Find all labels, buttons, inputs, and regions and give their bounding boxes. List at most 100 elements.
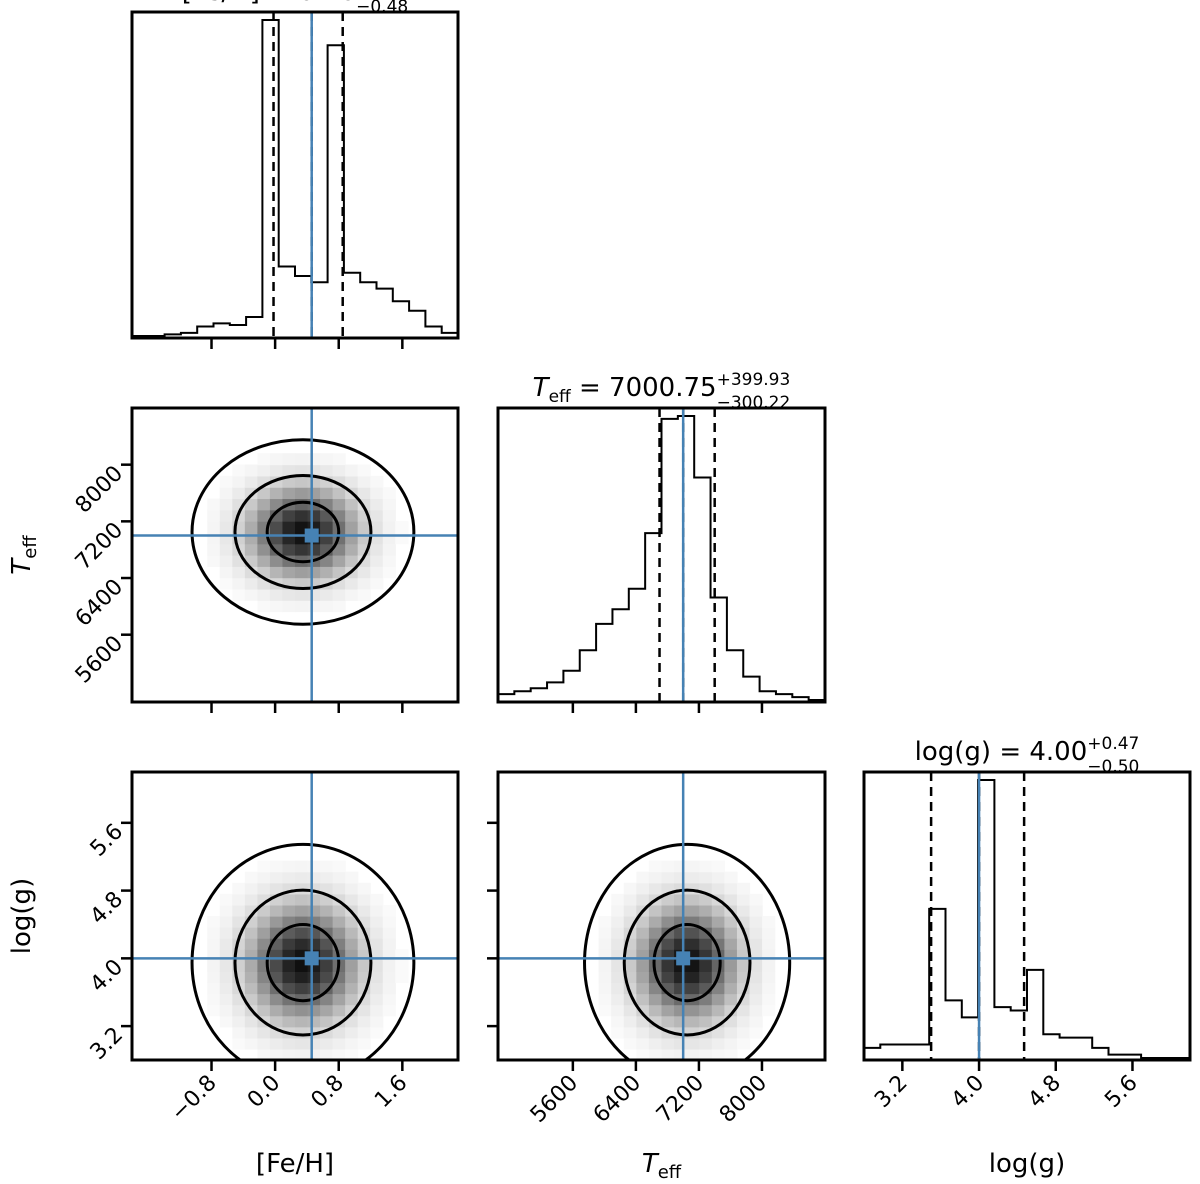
- density-cell: [370, 509, 384, 522]
- density-cell: [320, 960, 334, 972]
- density-cell: [648, 882, 663, 895]
- density-cell: [282, 566, 296, 579]
- density-cell: [395, 532, 409, 545]
- density-cell: [269, 904, 284, 917]
- x-axis-label-teff: Teff: [642, 1149, 682, 1183]
- density-cell: [357, 982, 371, 995]
- x-tick-label: 4.0: [947, 1071, 989, 1113]
- density-cell: [307, 521, 321, 533]
- density-cell: [749, 993, 763, 1006]
- density-cell: [295, 971, 309, 984]
- density-cell: [219, 1004, 233, 1017]
- density-cell: [623, 993, 637, 1006]
- x-axis-label-feh: [Fe/H]: [256, 1149, 334, 1179]
- density-cell: [623, 1004, 637, 1017]
- density-cell: [357, 949, 371, 961]
- density-cell: [232, 475, 246, 488]
- density-cell: [332, 577, 346, 590]
- density-cell: [244, 498, 258, 511]
- density-cell: [382, 521, 396, 533]
- density-cell: [282, 1015, 296, 1028]
- density-cell: [219, 960, 233, 972]
- density-cell: [749, 916, 763, 928]
- x-tick-label: 6400: [589, 1071, 646, 1128]
- density-cell: [257, 555, 271, 567]
- density-cell: [686, 882, 700, 895]
- density-cell: [370, 521, 384, 533]
- density-cell: [295, 577, 309, 590]
- density-cell: [269, 588, 284, 601]
- density-cell: [724, 971, 738, 984]
- density-cell: [382, 938, 396, 950]
- density-cell: [674, 1048, 688, 1060]
- density-cell: [749, 971, 763, 984]
- panel-title: [Fe/H] = 0.46+0.39: [182, 0, 408, 7]
- density-cell: [370, 1015, 384, 1028]
- density-cell: [232, 1015, 246, 1028]
- density-cell: [357, 1015, 371, 1028]
- density-cell: [598, 960, 612, 972]
- density-cell: [295, 532, 309, 545]
- density-cell: [724, 1004, 738, 1017]
- density-cell: [320, 521, 334, 533]
- density-cell: [357, 543, 371, 556]
- density-cell: [762, 960, 776, 972]
- x-tick-label: 3.2: [870, 1071, 912, 1113]
- density-cell: [295, 600, 309, 613]
- density-cell: [711, 960, 725, 972]
- density-cell: [269, 1048, 284, 1060]
- density-cell: [686, 916, 700, 928]
- title-symbol: T: [533, 373, 551, 403]
- density-cell: [207, 1004, 221, 1017]
- density-cell: [207, 927, 221, 939]
- density-cell: [295, 949, 309, 961]
- density-cell: [636, 916, 650, 928]
- density-cell: [370, 960, 384, 972]
- density-cell: [232, 498, 246, 511]
- density-cell: [332, 982, 346, 995]
- density-cell: [307, 464, 321, 477]
- density-cell: [320, 577, 334, 590]
- density-cell: [699, 916, 713, 928]
- density-cell: [611, 893, 625, 906]
- density-cell: [232, 532, 246, 545]
- density-cell: [623, 904, 637, 917]
- density-cell: [345, 555, 359, 567]
- density-cell: [332, 509, 346, 522]
- density-cell: [307, 453, 321, 466]
- density-cell: [282, 916, 296, 928]
- density-cell: [345, 938, 359, 950]
- density-cell: [636, 949, 650, 961]
- density-cell: [749, 904, 763, 917]
- density-cell: [244, 904, 258, 917]
- contour-level-1: [265, 500, 341, 564]
- density-cell: [320, 543, 334, 556]
- y-tick-label: 6400: [71, 574, 128, 631]
- density-cell: [686, 1037, 700, 1050]
- density-cell: [269, 938, 284, 950]
- density-cell: [623, 960, 637, 972]
- density-cell: [661, 904, 675, 917]
- density-cell: [357, 555, 371, 567]
- density-cell: [686, 982, 700, 995]
- density-cell: [307, 871, 321, 884]
- density-cell: [282, 577, 296, 590]
- density-cell: [320, 982, 334, 995]
- density-cell: [282, 893, 296, 906]
- density-cell: [295, 475, 309, 488]
- density-cell: [736, 1015, 751, 1028]
- x-tick-label: 7200: [652, 1071, 709, 1128]
- y-axis-label-logg: log(g): [7, 878, 37, 954]
- density-cell: [295, 1015, 309, 1028]
- density-cell: [736, 960, 751, 972]
- density-cell: [307, 1037, 321, 1050]
- density-cell: [357, 1037, 371, 1050]
- density-cell: [611, 1015, 625, 1028]
- density-cell: [282, 871, 296, 884]
- density-cell: [257, 949, 271, 961]
- density-cell: [282, 509, 296, 522]
- density-cell: [232, 577, 246, 590]
- density-cell: [762, 993, 776, 1006]
- density-cell: [257, 498, 271, 511]
- density-cell: [345, 1015, 359, 1028]
